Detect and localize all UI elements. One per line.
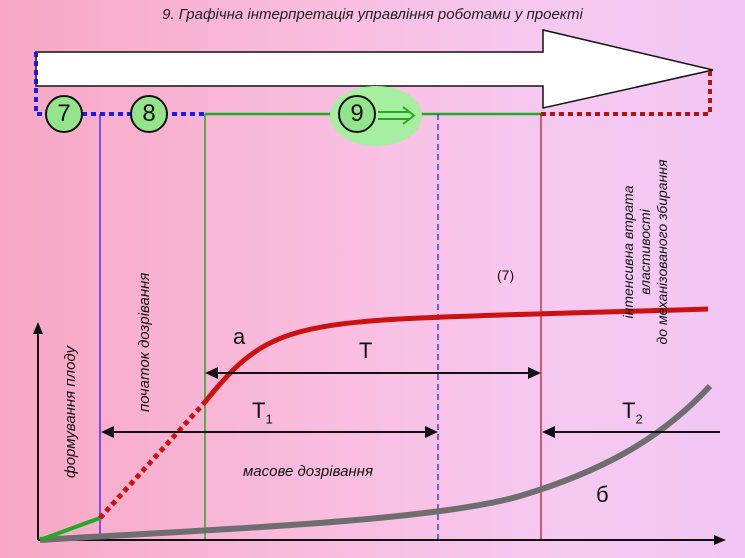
curve-a-dotted-segment (98, 400, 207, 520)
axes (33, 322, 726, 545)
ripening-start-label: початок дозрівання (136, 272, 153, 412)
intense-loss-label: інтенсивна втрата властивості до механіз… (620, 122, 671, 382)
ref-label: (7) (497, 267, 515, 283)
t1-label-sub: 1 (265, 411, 273, 427)
t2-label: T2 (622, 398, 643, 426)
stage-8-circle: 8 (130, 95, 168, 133)
t1-label-base: T (252, 398, 266, 423)
timeline-red-dotted (541, 70, 712, 116)
fruit-formation-label: формування плоду (62, 345, 79, 478)
intense-loss-line-1: інтенсивна втрата (620, 185, 636, 319)
stage-7-circle: 7 (45, 95, 83, 133)
slide-title: 9. Графічна інтерпретація управління роб… (162, 6, 583, 23)
curve-a-solid-segment (203, 306, 709, 404)
mass-ripening-label: масове дозрівання (243, 463, 373, 480)
stage-9-circle: 9 (338, 95, 376, 133)
curve-b-label: б (596, 482, 609, 507)
t2-label-sub: 2 (635, 411, 643, 427)
t1-label: T1 (252, 398, 273, 426)
t1-interval-arrow (101, 426, 438, 438)
intense-loss-line-2: властивості (637, 209, 653, 295)
curve-b (39, 383, 713, 543)
curve-a-green-segment (39, 516, 101, 542)
intense-loss-line-3: до механізованого збирання (654, 159, 670, 345)
curve-a-label: а (233, 324, 246, 349)
progress-arrow-icon (378, 106, 416, 125)
t-label: T (359, 338, 373, 363)
t2-interval-arrow (542, 426, 720, 438)
t2-label-base: T (622, 398, 636, 423)
project-timeline-arrow (35, 29, 714, 109)
t-interval-arrow (205, 367, 541, 379)
